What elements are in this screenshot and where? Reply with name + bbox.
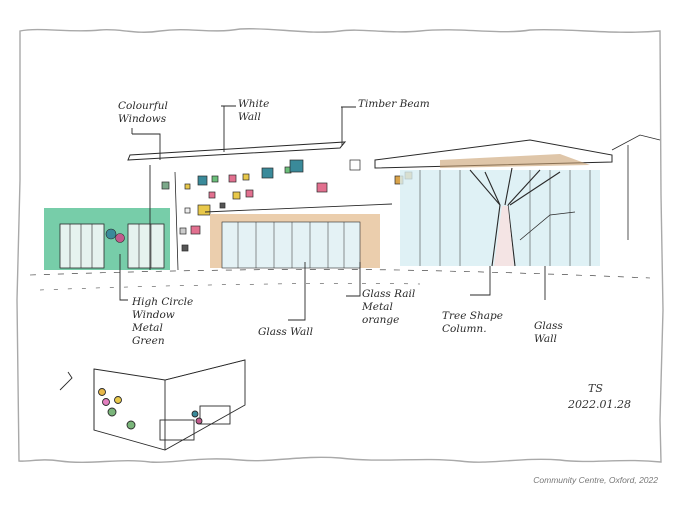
- annotation-tree-shape-column: Tree Shape Column.: [442, 310, 503, 335]
- paper-frame: [16, 27, 664, 464]
- annotation-glass-wall-2: Glass Wall: [534, 320, 563, 345]
- axonometric-sketch: [59, 359, 246, 451]
- image-caption: Community Centre, Oxford, 2022: [533, 475, 658, 485]
- annotation-white-wall: White Wall: [238, 98, 270, 123]
- annotation-high-circle-window: High Circle Window Metal Green: [132, 296, 194, 347]
- signature-initials: TS: [588, 382, 603, 395]
- annotation-glass-wall-1: Glass Wall: [258, 326, 313, 338]
- tree-column: [469, 167, 561, 267]
- annotation-timber-beam: Timber Beam: [358, 98, 430, 110]
- signature-date: 2022.01.28: [568, 398, 631, 411]
- annotation-colourful-windows: Colourful Windows: [118, 100, 168, 125]
- annotation-glass-rail: Glass Rail Metal orange: [362, 288, 416, 326]
